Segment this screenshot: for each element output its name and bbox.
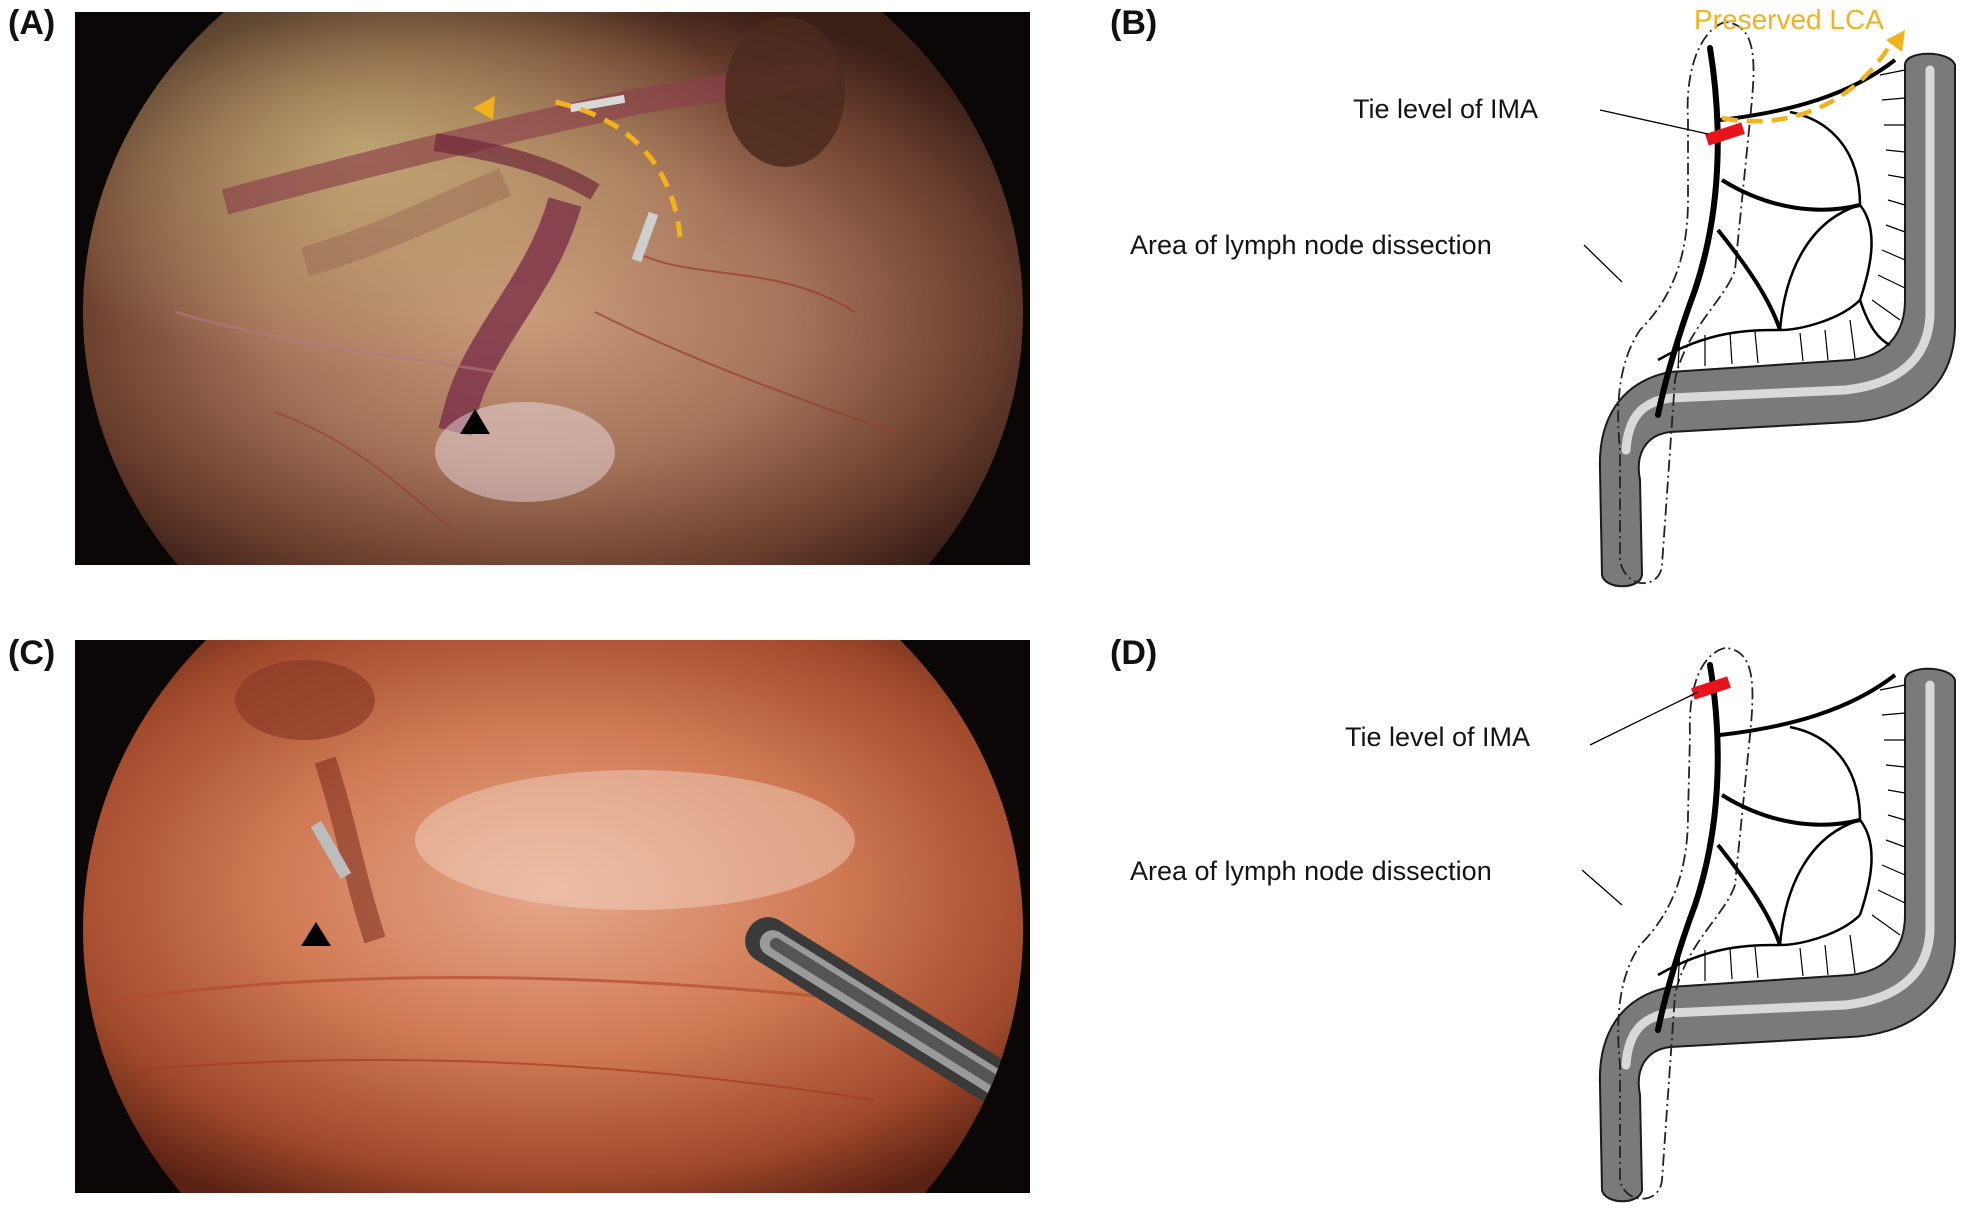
colon-d (1598, 667, 1956, 1203)
preserved-lca-label: Preserved LCA (1694, 4, 1884, 35)
dissection-area-boundary-b (1617, 21, 1755, 585)
yellow-arrow-icon (1886, 30, 1905, 52)
panel-letter-b: (B) (1110, 4, 1158, 42)
tie-level-label-d: Tie level of IMA (1345, 722, 1531, 752)
black-triangle-icon (460, 409, 490, 434)
colon-b (1598, 52, 1956, 588)
area-label-b: Area of lymph node dissection (1130, 230, 1492, 260)
yellow-arrow-icon (473, 96, 495, 120)
ligation-mark-b (1705, 122, 1745, 146)
panel-letter-c: (C) (8, 634, 56, 672)
photo-panel-c (75, 640, 1030, 1193)
tie-level-label-b: Tie level of IMA (1353, 94, 1539, 124)
diagram-panel-b (1560, 0, 1984, 600)
panel-letter-d: (D) (1110, 634, 1158, 672)
ligation-mark-d (1691, 676, 1731, 700)
dissection-area-boundary-d (1617, 647, 1754, 1200)
area-label-d: Area of lymph node dissection (1130, 856, 1492, 886)
photo-panel-a (75, 12, 1030, 565)
black-triangle-icon (301, 922, 331, 946)
diagram-panel-d (1560, 640, 1984, 1215)
panel-letter-a: (A) (8, 4, 56, 42)
